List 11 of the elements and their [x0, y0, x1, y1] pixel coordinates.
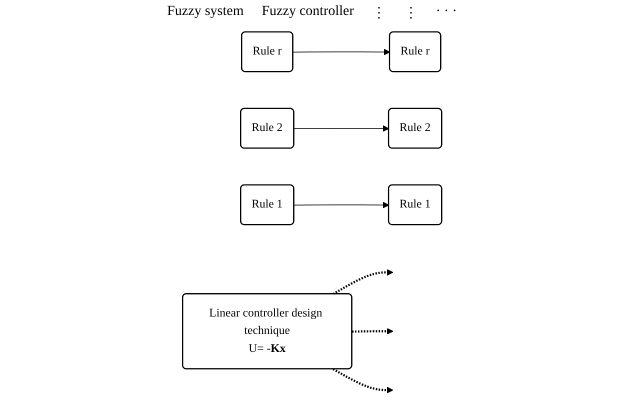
note-label: Fuzzy system — [167, 4, 244, 21]
note-label: ⋮ — [372, 5, 386, 22]
note-label: Fuzzy controller — [262, 4, 354, 21]
arrow — [352, 328, 394, 334]
arrow — [292, 48, 390, 56]
arrow — [332, 368, 394, 394]
note-label: ⋮ — [404, 5, 418, 22]
arrow — [294, 125, 390, 132]
arrow — [294, 202, 390, 208]
note-label: · · · — [436, 4, 457, 21]
arrow — [332, 269, 394, 296]
